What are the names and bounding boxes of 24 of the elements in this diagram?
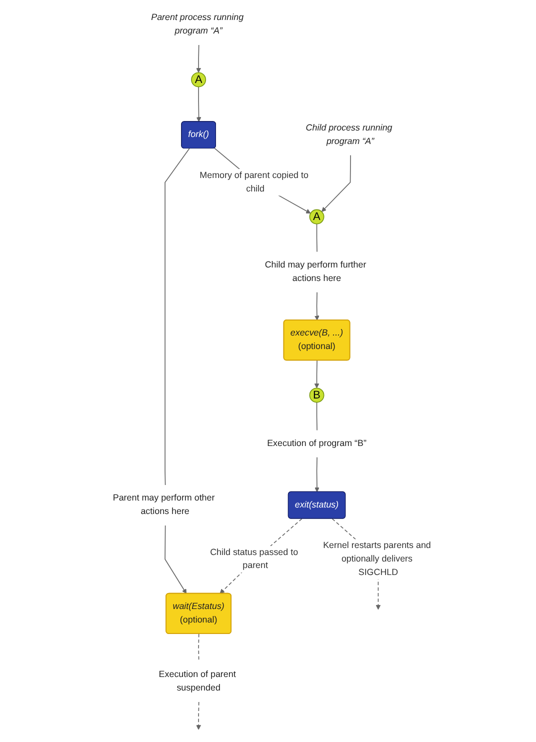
arrow [314,292,320,320]
edge-label: Kernel restarts parents and optionally delivers SIGCHLD [322,540,431,578]
node-text: Child may perform further actions here [264,260,366,284]
node-text: Child process running program “A” [306,123,392,146]
connector [316,223,318,253]
arrow [314,360,319,388]
arrow [314,456,320,492]
arrow [164,525,186,594]
arrow [196,702,201,730]
node-text: Execution of parent suspended [158,670,236,693]
connector [198,633,199,662]
node-text: Execution of program “B” [266,438,366,448]
connector [316,402,318,431]
arrow [321,154,351,212]
node-circle: A [308,209,324,224]
edge-label: Child status passed to parent [210,548,298,570]
connector [164,148,190,486]
node-text: Parent process running program “A” [150,12,244,36]
node-text: Parent may perform other actions here [112,493,214,516]
arrow [196,86,201,122]
arrow [196,44,201,73]
node-circle: B [308,388,324,403]
edge-label: Memory of parent copied to child [199,170,308,194]
node-circle: A [190,72,206,88]
